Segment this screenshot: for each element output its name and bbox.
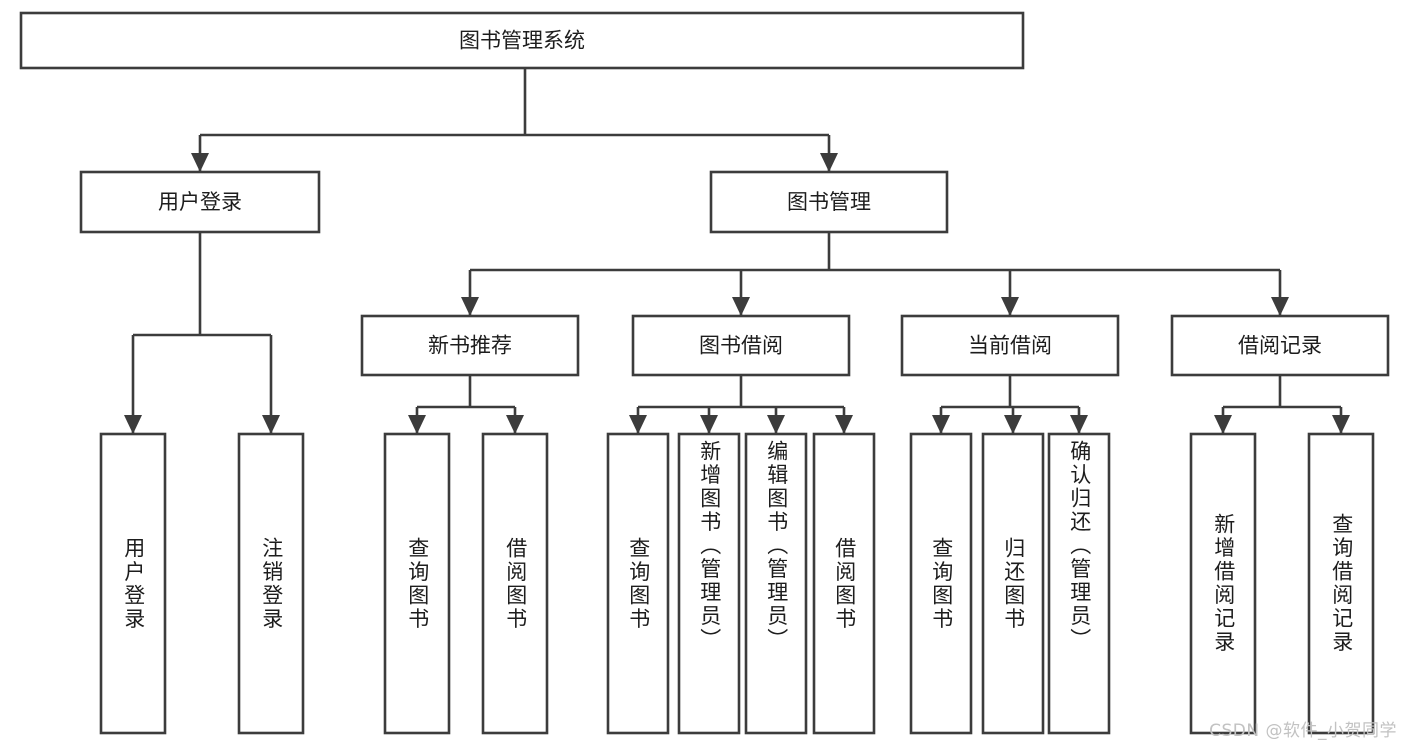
leaf-11-新增借阅记录-box[interactable] xyxy=(1189,432,1257,735)
manage-branch-3-arrow-icon xyxy=(1271,297,1289,316)
group-图书借阅-branch-3-arrow-icon xyxy=(835,415,853,434)
group-图书借阅-branch-2-arrow-icon xyxy=(767,415,785,434)
node-新书推荐-box[interactable] xyxy=(360,314,580,377)
root-node-图书管理系统-box[interactable] xyxy=(19,11,1025,70)
node-当前借阅-label: 当前借阅 xyxy=(968,334,1052,358)
node-用户登录-box[interactable] xyxy=(79,170,321,234)
node-新书推荐-label: 新书推荐 xyxy=(428,334,512,358)
root-branch-1-arrow-icon xyxy=(820,153,838,172)
group-新书推荐-branch-1-arrow-icon xyxy=(506,415,524,434)
group-借阅记录-branch-1-arrow-icon xyxy=(1332,415,1350,434)
node-图书管理-box[interactable] xyxy=(709,170,949,234)
leaf-9-归还图书-box[interactable] xyxy=(981,432,1045,735)
manage-branch-0-arrow-icon xyxy=(461,297,479,316)
group-当前借阅-branch-2-arrow-icon xyxy=(1070,415,1088,434)
leaf-4-查询图书-box[interactable] xyxy=(606,432,670,735)
leaf-5-新增图书管理员-box[interactable] xyxy=(677,432,741,735)
root-node-图书管理系统-label: 图书管理系统 xyxy=(459,29,585,53)
group-新书推荐-branch-0-arrow-icon xyxy=(408,415,426,434)
leaf-8-查询图书-box[interactable] xyxy=(909,432,973,735)
group-借阅记录-branch-0-arrow-icon xyxy=(1214,415,1232,434)
node-借阅记录-label: 借阅记录 xyxy=(1238,334,1322,358)
group-图书借阅-branch-0-arrow-icon xyxy=(629,415,647,434)
csdn-watermark: CSDN @软件_小贺同学 xyxy=(1209,721,1397,741)
root-branch-0-arrow-icon xyxy=(191,153,209,172)
leaf-6-编辑图书管理员-box[interactable] xyxy=(744,432,808,735)
leaf-10-确认归还管理员-box[interactable] xyxy=(1047,432,1111,735)
group-当前借阅-branch-1-arrow-icon xyxy=(1004,415,1022,434)
manage-branch-2-arrow-icon xyxy=(1001,297,1019,316)
leaf-7-借阅图书-box[interactable] xyxy=(812,432,876,735)
group-图书借阅-branch-1-arrow-icon xyxy=(700,415,718,434)
leaf-3-借阅图书-box[interactable] xyxy=(481,432,549,735)
login-branch-0-arrow-icon xyxy=(124,415,142,434)
login-branch-1-arrow-icon xyxy=(262,415,280,434)
node-图书管理-label: 图书管理 xyxy=(787,190,871,214)
group-当前借阅-branch-0-arrow-icon xyxy=(932,415,950,434)
node-图书借阅-label: 图书借阅 xyxy=(699,334,783,358)
leaf-12-查询借阅记录-box[interactable] xyxy=(1307,432,1375,735)
node-用户登录-label: 用户登录 xyxy=(158,190,242,214)
node-当前借阅-box[interactable] xyxy=(900,314,1120,377)
leaf-2-查询图书-box[interactable] xyxy=(383,432,451,735)
node-借阅记录-box[interactable] xyxy=(1170,314,1390,377)
leaf-0-用户登录-box[interactable] xyxy=(99,432,167,735)
manage-branch-1-arrow-icon xyxy=(732,297,750,316)
node-图书借阅-box[interactable] xyxy=(631,314,851,377)
leaf-1-注销登录-box[interactable] xyxy=(237,432,305,735)
